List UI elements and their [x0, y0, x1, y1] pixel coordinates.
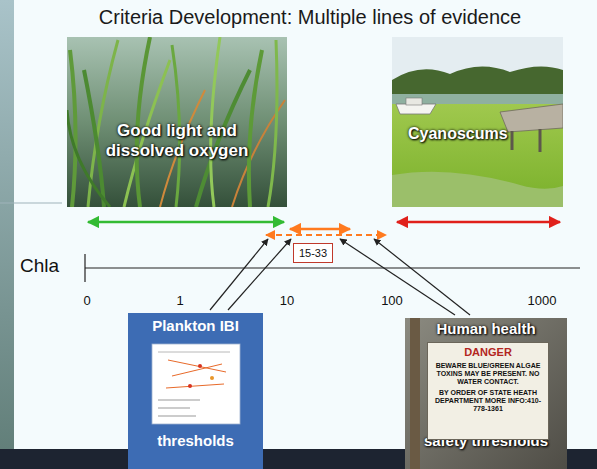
node-heading: Plankton IBI — [152, 317, 239, 334]
shore-scum — [392, 172, 563, 207]
criteria-range-arrow — [266, 234, 386, 236]
boat-cabin — [406, 98, 422, 105]
tree-line — [392, 66, 563, 96]
sign-photo — [405, 318, 567, 469]
evidence-panel: Human healthsafety thresholdsDANGERBEWAR… — [405, 318, 567, 469]
chart-line — [158, 416, 196, 417]
sign-post — [410, 318, 420, 469]
leader-arrow — [374, 239, 470, 315]
chart-line — [158, 408, 190, 409]
axis-label: Chla — [20, 255, 59, 276]
chla-axis — [85, 267, 580, 268]
criteria-range-arrow — [290, 228, 350, 231]
chart-line — [172, 364, 222, 376]
photo-panel: Cyanoscums — [392, 37, 563, 207]
label-holder: 10 — [267, 291, 307, 309]
label-holder: 100 — [372, 291, 412, 309]
node-heading: DANGER — [464, 346, 512, 359]
label-holder: 0 — [67, 291, 107, 309]
chart-line — [158, 400, 200, 401]
grass-blade — [249, 50, 262, 207]
dock-pile — [539, 129, 542, 152]
node-heading: Human health — [436, 320, 535, 337]
chart-dot — [198, 364, 202, 368]
dock-pile — [511, 131, 514, 150]
node-text: thresholds — [157, 432, 234, 449]
label-holder: 1 — [160, 291, 200, 309]
grass-blade — [268, 40, 277, 207]
label-holder: Chla — [20, 255, 80, 277]
chart-line — [166, 384, 224, 388]
tick-label: 0 — [83, 293, 90, 308]
chart-dot — [210, 376, 214, 380]
chart-dot — [188, 384, 192, 388]
range-box: 15-33 — [293, 243, 333, 263]
ibi-chart — [152, 344, 240, 424]
tick-label: 1 — [176, 293, 183, 308]
title-holder: Criteria Development: Multiple lines of … — [40, 6, 580, 29]
leader-arrow — [340, 239, 455, 315]
node-heading: Good light and dissolved oxygen — [97, 121, 257, 160]
node-heading: Cyanoscums — [408, 125, 508, 143]
tick-label: 1000 — [528, 293, 557, 308]
node-text: BEWARE BLUE/GREEN ALGAE TOXINS MAY BE PR… — [432, 362, 544, 386]
tick-label: 10 — [280, 293, 294, 308]
lake-photo — [392, 37, 563, 207]
grass-blade — [67, 110, 110, 207]
good-range-arrow — [88, 221, 284, 224]
warning-sign: DANGER BEWARE BLUE/GREEN ALGAE TOXINS MAY… — [427, 342, 549, 440]
node-text: BY ORDER OF STATE HEATH DEPARTMENT MORE … — [432, 389, 544, 413]
boat — [396, 104, 436, 114]
photo-panel: Good light and dissolved oxygen — [67, 37, 287, 207]
tick-label: 100 — [381, 293, 403, 308]
node-heading: 15-33 — [299, 247, 327, 260]
plankton-panel — [128, 313, 263, 469]
seagrass-photo — [67, 37, 287, 207]
bad-range-arrow — [397, 221, 560, 224]
label-holder: 1000 — [517, 291, 567, 309]
far-water — [392, 94, 563, 104]
evidence-panel: Plankton IBI thresholds — [128, 313, 263, 469]
scum-water — [392, 37, 563, 207]
chart-line — [158, 352, 230, 353]
slide-title: Criteria Development: Multiple lines of … — [99, 6, 521, 28]
dock — [500, 104, 563, 132]
side-strip — [0, 0, 14, 469]
photo-ground — [67, 37, 287, 207]
slide-rule — [0, 203, 62, 204]
